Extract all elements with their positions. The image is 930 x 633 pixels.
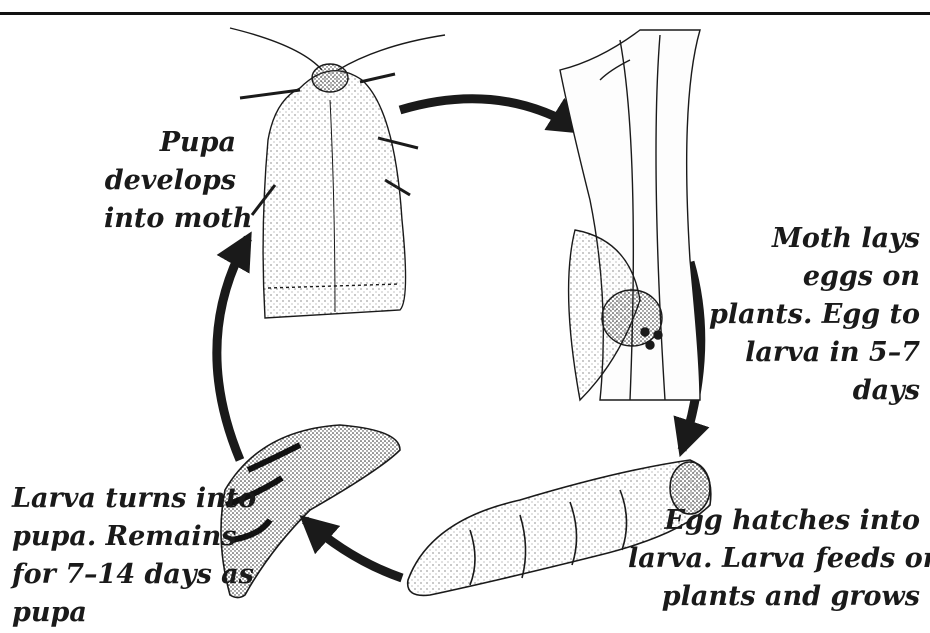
caption-pupa-to-moth: Pupa develops into moth bbox=[104, 124, 236, 238]
arrow-pupa-to-moth bbox=[217, 238, 248, 460]
arrow-larva-to-pupa bbox=[305, 520, 402, 578]
caption-line: Egg hatches into bbox=[628, 502, 920, 540]
moth-illustration bbox=[230, 28, 445, 318]
caption-line: for 7–14 days as bbox=[12, 556, 262, 594]
caption-line: larva. Larva feeds on bbox=[628, 540, 920, 578]
caption-egg-hatches: Egg hatches into larva. Larva feeds on p… bbox=[628, 502, 920, 616]
plant-with-moth-illustration bbox=[560, 30, 700, 400]
caption-line: eggs on bbox=[708, 258, 920, 296]
caption-line: larva in 5–7 bbox=[708, 334, 920, 372]
caption-line: develops bbox=[104, 162, 236, 200]
arrow-moth-to-eggs bbox=[400, 99, 580, 130]
caption-line: into moth bbox=[104, 200, 236, 238]
caption-line: plants and grows bbox=[628, 578, 920, 616]
caption-line: plants. Egg to bbox=[708, 296, 920, 334]
caption-line: Larva turns into bbox=[12, 480, 262, 518]
caption-line: pupa. Remains bbox=[12, 518, 262, 556]
caption-line: Moth lays bbox=[708, 220, 920, 258]
caption-line: days bbox=[708, 372, 920, 410]
caption-line: Pupa bbox=[104, 124, 236, 162]
caption-moth-lays-eggs: Moth lays eggs on plants. Egg to larva i… bbox=[708, 220, 920, 410]
caption-line: pupa bbox=[12, 594, 262, 632]
caption-larva-to-pupa: Larva turns into pupa. Remains for 7–14 … bbox=[12, 480, 262, 632]
